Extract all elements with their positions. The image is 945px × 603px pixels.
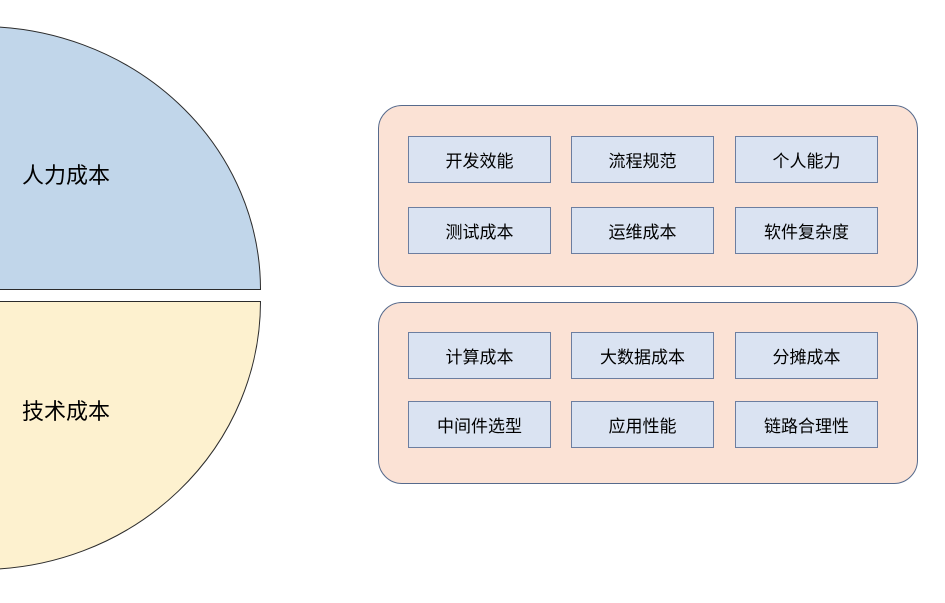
tag-software-complexity: 软件复杂度 <box>735 207 878 254</box>
human-cost-factors-group: 开发效能 流程规范 个人能力 测试成本 运维成本 软件复杂度 <box>378 105 918 287</box>
tag-label: 大数据成本 <box>600 348 685 368</box>
tag-label: 中间件选型 <box>437 417 522 437</box>
tech-cost-half-circle <box>0 301 262 570</box>
tag-personal-ability: 个人能力 <box>735 136 878 183</box>
human-cost-half-circle <box>0 26 262 290</box>
tag-app-performance: 应用性能 <box>571 401 714 448</box>
tag-label: 流程规范 <box>608 152 677 172</box>
tag-testing-cost: 测试成本 <box>408 207 551 254</box>
tag-label: 个人能力 <box>772 152 841 172</box>
tech-cost-shape <box>0 301 262 570</box>
tag-label: 测试成本 <box>445 223 514 243</box>
tag-process-standards: 流程规范 <box>571 136 714 183</box>
tech-cost-label: 技术成本 <box>22 400 111 425</box>
tag-ops-cost: 运维成本 <box>571 207 714 254</box>
tag-middleware-selection: 中间件选型 <box>408 401 551 448</box>
tag-label: 软件复杂度 <box>764 223 849 243</box>
tag-label: 应用性能 <box>608 417 677 437</box>
tag-compute-cost: 计算成本 <box>408 332 551 379</box>
tag-dev-efficiency: 开发效能 <box>408 136 551 183</box>
tag-label: 运维成本 <box>608 223 677 243</box>
tag-link-rationality: 链路合理性 <box>735 401 878 448</box>
tag-label: 开发效能 <box>445 152 514 172</box>
tag-bigdata-cost: 大数据成本 <box>571 332 714 379</box>
tag-label: 分摊成本 <box>772 348 841 368</box>
tag-label: 链路合理性 <box>764 417 849 437</box>
human-cost-label: 人力成本 <box>22 164 111 189</box>
human-cost-shape <box>0 26 262 290</box>
tag-label: 计算成本 <box>445 348 514 368</box>
tech-cost-factors-group: 计算成本 大数据成本 分摊成本 中间件选型 应用性能 链路合理性 <box>378 302 918 484</box>
tag-shared-cost: 分摊成本 <box>735 332 878 379</box>
